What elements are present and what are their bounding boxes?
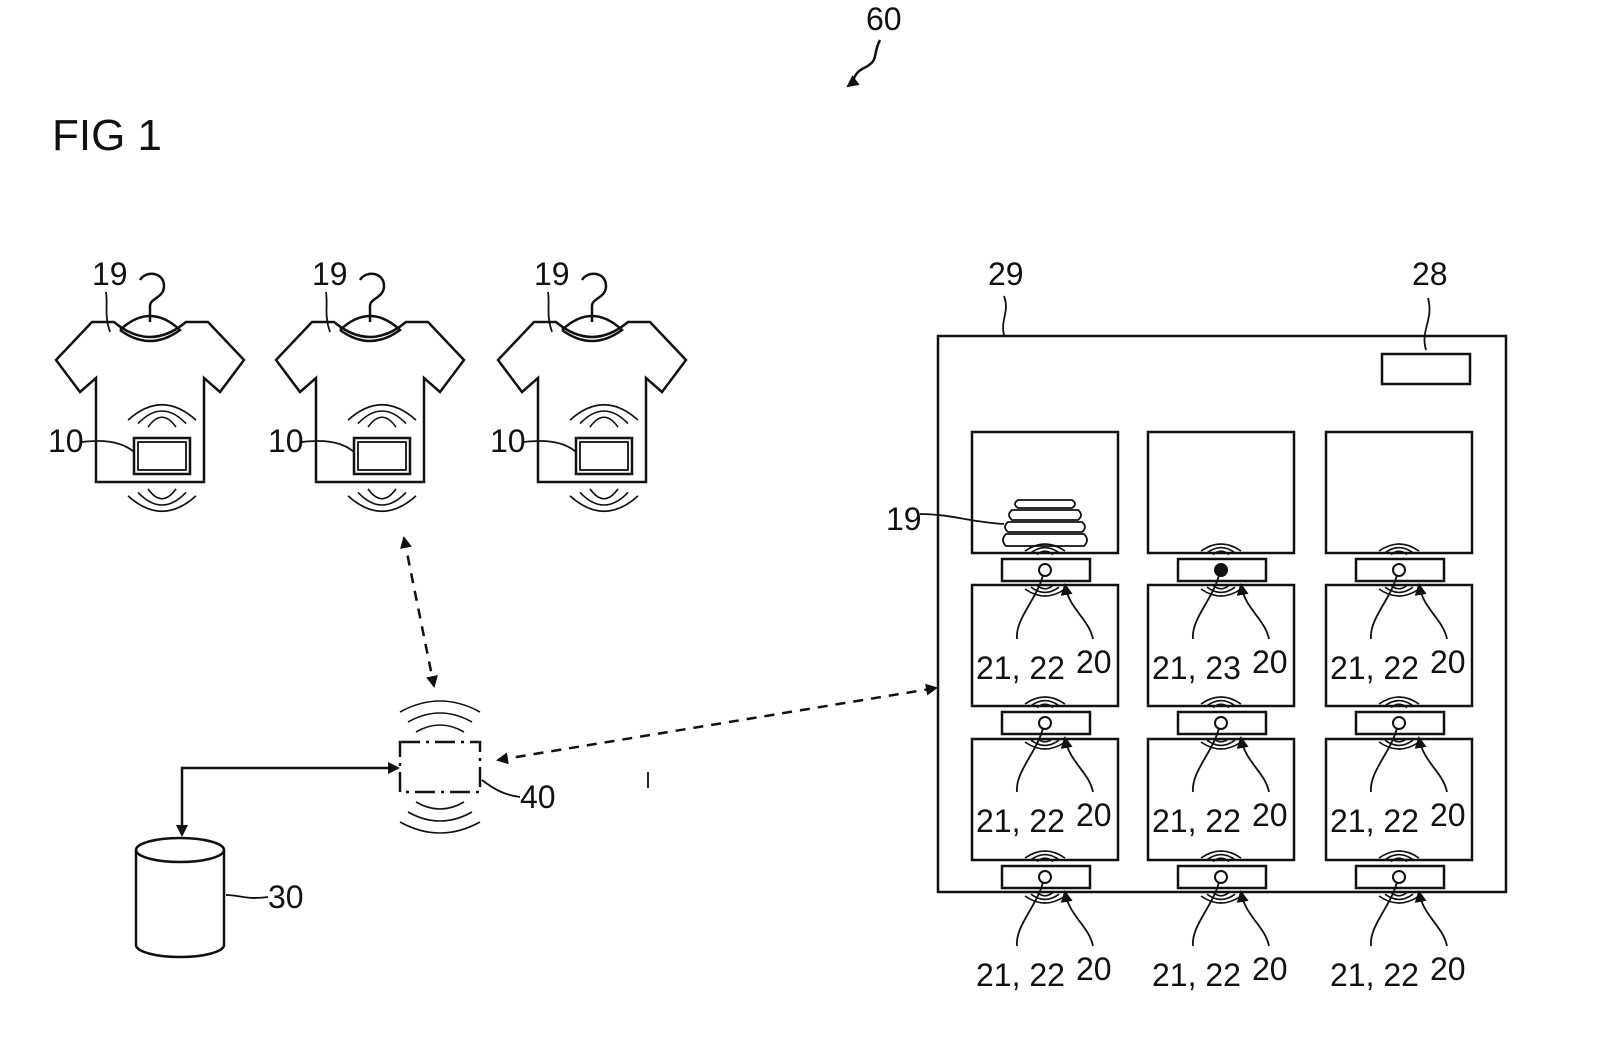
tag-pair-label: 21, 22 — [1152, 803, 1241, 839]
compartment-grid: 21, 22 20 21, 23 20 21, 22 20 21, 22 20 21, 22 20… — [972, 432, 1472, 993]
tag-pair-label: 21, 22 — [1152, 957, 1241, 993]
tag-pair-label: 21, 22 — [1330, 957, 1419, 993]
shelf-reader: 21, 23 20 — [1152, 544, 1288, 686]
shelf-reader: 21, 22 20 — [976, 851, 1112, 993]
tag-ref-label: 10 — [48, 423, 84, 459]
cabinet-compartment — [1148, 432, 1294, 553]
sensor-ref-label: 20 — [1430, 797, 1466, 833]
tag-ref-label: 10 — [490, 423, 526, 459]
shelf-reader: 21, 22 20 — [976, 697, 1112, 839]
reader-cabinet-link — [498, 688, 936, 760]
shelf-reader: 21, 22 20 — [1330, 697, 1466, 839]
figure-title: FIG 1 — [52, 111, 162, 160]
garment-ref-label: 19 — [312, 256, 348, 292]
garment-shirt: 1910 — [490, 256, 686, 511]
sensor-ref-label: 20 — [1430, 644, 1466, 680]
cabinet-compartment — [1326, 432, 1472, 553]
database-cylinder: 30 — [136, 838, 304, 957]
shelf-reader: 21, 22 20 — [1330, 544, 1466, 686]
tag-pair-label: 21, 22 — [976, 957, 1065, 993]
db-reader-link — [182, 768, 398, 835]
sensor-ref-label: 20 — [1430, 951, 1466, 987]
tag-pair-label: 21, 22 — [1330, 650, 1419, 686]
system-ref-label: 60 — [866, 1, 902, 37]
sensor-ref-label: 20 — [1076, 797, 1112, 833]
cabinet-display — [1382, 354, 1470, 384]
sensor-ref-label: 20 — [1252, 797, 1288, 833]
folded-garment-stack: 19 — [886, 500, 1087, 546]
sensor-ref-label: 20 — [1076, 644, 1112, 680]
garment-group: 191019101910 — [48, 256, 686, 511]
system-ref-arrow — [848, 40, 880, 86]
garment-shirt: 1910 — [268, 256, 464, 511]
reader-ref-label: 40 — [520, 779, 556, 815]
shelf-reader: 21, 22 20 — [976, 544, 1112, 686]
tag-ref-label: 10 — [268, 423, 304, 459]
sensor-ref-label: 20 — [1252, 644, 1288, 680]
tag-pair-label: 21, 22 — [976, 803, 1065, 839]
garment-ref-label: 19 — [92, 256, 128, 292]
sensor-ref-label: 20 — [1076, 951, 1112, 987]
tag-pair-label: 21, 22 — [1330, 803, 1419, 839]
cabinet-ref-label: 29 — [988, 256, 1024, 292]
garment-shirt: 1910 — [48, 256, 244, 511]
garment-reader-link — [404, 538, 434, 686]
folded-item-ref-label: 19 — [886, 501, 922, 537]
garment-ref-label: 19 — [534, 256, 570, 292]
sensor-ref-label: 20 — [1252, 951, 1288, 987]
shelf-reader: 21, 22 20 — [1152, 697, 1288, 839]
database-ref-label: 30 — [268, 879, 304, 915]
display-ref-label: 28 — [1412, 256, 1448, 292]
shelf-reader: 21, 22 20 — [1152, 851, 1288, 993]
shelf-reader: 21, 22 20 — [1330, 851, 1466, 993]
tag-pair-label: 21, 22 — [976, 650, 1065, 686]
tag-pair-label: 21, 23 — [1152, 650, 1241, 686]
wireless-reader: 40 — [400, 701, 556, 833]
